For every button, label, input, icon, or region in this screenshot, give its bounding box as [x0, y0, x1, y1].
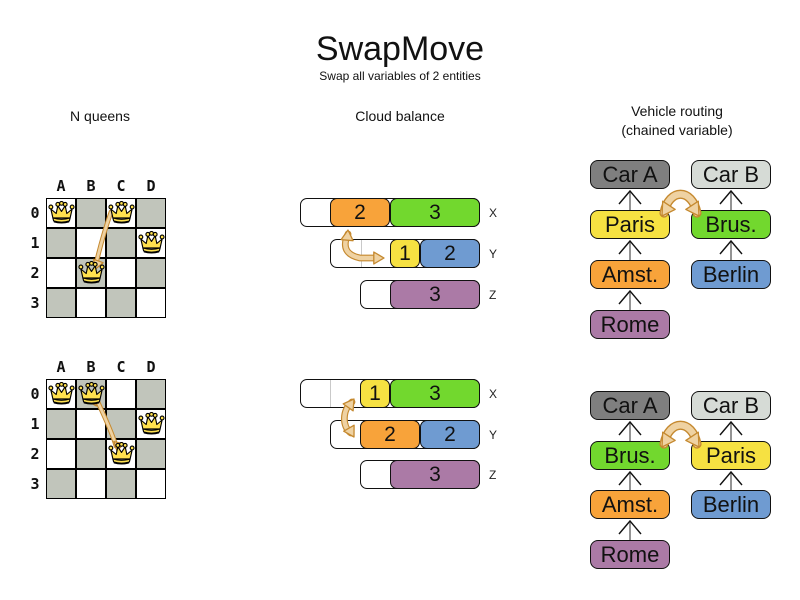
ghost-line — [361, 240, 362, 267]
vehicle-box: Berlin — [691, 490, 771, 519]
queen — [107, 441, 135, 467]
queen-icon — [137, 411, 165, 435]
section-header-cloud: Cloud balance — [355, 108, 445, 124]
queen — [77, 381, 105, 407]
vehicle-box: Rome — [590, 310, 670, 339]
process-block: 3 — [390, 460, 480, 489]
process-block: 2 — [330, 198, 390, 227]
chain-arrowhead — [719, 470, 743, 486]
chain-arrowhead — [618, 189, 642, 205]
board-frame — [46, 379, 166, 499]
board-cell — [46, 409, 76, 439]
board-cell — [46, 288, 76, 318]
board-col-label: B — [86, 358, 96, 376]
board-row-label: 3 — [30, 475, 40, 493]
process-block: 3 — [390, 198, 480, 227]
process-block: 3 — [390, 280, 480, 309]
vehicle-swap-arrow — [660, 422, 701, 448]
section-header-nqueens: N queens — [70, 108, 130, 124]
process-block: 1 — [390, 239, 420, 268]
vehicle-box: Car B — [691, 160, 771, 189]
board-row-label: 3 — [30, 294, 40, 312]
chain-arrowhead — [618, 470, 642, 486]
queen — [137, 230, 165, 256]
board-row-label: 1 — [30, 234, 40, 252]
board-col-label: D — [146, 177, 156, 195]
section-header-vehicle: Vehicle routing — [631, 103, 723, 119]
board-row-label: 1 — [30, 415, 40, 433]
board-cell — [46, 258, 76, 288]
queen — [47, 381, 75, 407]
board-row-label: 2 — [30, 445, 40, 463]
vehicle-box: Car A — [590, 160, 670, 189]
queen-icon — [47, 200, 75, 224]
board-row-label: 0 — [30, 204, 40, 222]
chain-arrowhead — [618, 289, 642, 305]
computer-label: Z — [489, 288, 497, 302]
computer-label: Y — [489, 247, 498, 261]
process-block: 3 — [390, 379, 480, 408]
board-col-label: D — [146, 358, 156, 376]
process-block: 2 — [420, 420, 480, 449]
board-col-label: C — [116, 358, 126, 376]
section-header-vehicle-sub: (chained variable) — [621, 122, 733, 138]
computer-label: X — [489, 206, 498, 220]
vehicle-box: Car B — [691, 391, 771, 420]
vehicle-box: Amst. — [590, 490, 670, 519]
computer-label: Y — [489, 428, 498, 442]
vehicle-box: Paris — [691, 441, 771, 470]
vehicle-box: Brus. — [691, 210, 771, 239]
chain-arrowhead — [618, 239, 642, 255]
queen — [47, 200, 75, 226]
vehicle-swap-arrow-outline — [659, 420, 702, 449]
board-row-label: 2 — [30, 264, 40, 282]
chain-arrowhead — [618, 519, 642, 535]
board-cell — [46, 439, 76, 469]
board-cell — [76, 469, 106, 499]
queen-icon — [107, 441, 135, 465]
board-frame — [46, 198, 166, 318]
chain-arrowhead — [618, 420, 642, 436]
board-col-label: A — [56, 177, 66, 195]
process-block: 2 — [360, 420, 420, 449]
vehicle-box: Berlin — [691, 260, 771, 289]
diagram-subtitle: Swap all variables of 2 entities — [319, 69, 481, 83]
board-col-label: A — [56, 358, 66, 376]
queen-icon — [77, 260, 105, 284]
vehicle-box: Car A — [590, 391, 670, 420]
queen-icon — [137, 230, 165, 254]
queen-icon — [107, 200, 135, 224]
computer-label: X — [489, 387, 498, 401]
diagram-title: SwapMove — [315, 30, 485, 68]
ghost-line — [330, 380, 331, 407]
board-row-label: 0 — [30, 385, 40, 403]
chain-arrowhead — [719, 420, 743, 436]
vehicle-swap-arrow-outline — [659, 189, 702, 218]
vehicle-box: Paris — [590, 210, 670, 239]
queen-icon — [47, 381, 75, 405]
board-cell — [136, 439, 166, 469]
board-col-label: C — [116, 177, 126, 195]
process-block: 1 — [360, 379, 390, 408]
vehicle-box: Amst. — [590, 260, 670, 289]
vehicle-box: Rome — [590, 540, 670, 569]
queen — [77, 260, 105, 286]
chain-arrowhead — [719, 239, 743, 255]
computer-label: Z — [489, 468, 497, 482]
board-cell — [136, 258, 166, 288]
board-cell — [46, 228, 76, 258]
board-col-label: B — [86, 177, 96, 195]
board-cell — [136, 198, 166, 228]
queen-icon — [77, 381, 105, 405]
vehicle-box: Brus. — [590, 441, 670, 470]
vehicle-swap-arrow — [660, 191, 701, 217]
queen — [107, 200, 135, 226]
queen — [137, 411, 165, 437]
chain-arrowhead — [719, 189, 743, 205]
process-block: 2 — [420, 239, 480, 268]
